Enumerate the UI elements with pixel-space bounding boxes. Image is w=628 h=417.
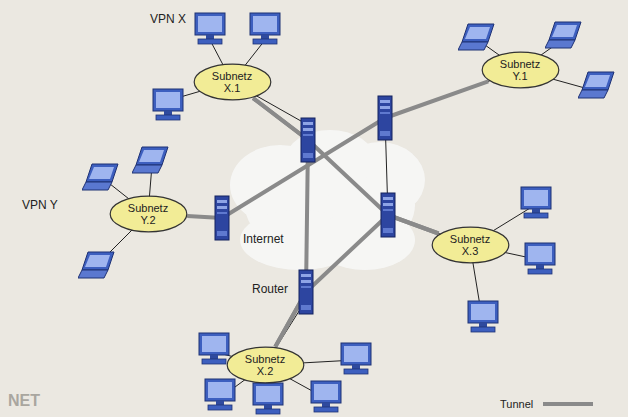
tunnel-line xyxy=(187,81,488,218)
subnet-ellipse: Subnetz Y.1 xyxy=(481,51,560,89)
annotation-label: VPN X xyxy=(150,12,186,26)
subnet-ellipse: Subnetz X.2 xyxy=(226,346,305,384)
tunnel-line xyxy=(275,215,438,347)
subnet-name: Subnetz Y.2 xyxy=(128,202,168,226)
subnet-name: Subnetz X.1 xyxy=(212,70,252,94)
legend-text: Tunnel xyxy=(500,398,533,410)
subnet-ellipse: Subnetz X.1 xyxy=(193,63,272,101)
subnet-ellipse: Subnetz X.3 xyxy=(431,226,510,264)
legend-entry: Tunnel xyxy=(500,398,595,410)
annotation-label: Internet xyxy=(243,232,284,246)
subnet-name: Subnetz X.3 xyxy=(450,233,490,257)
subnet-name: Subnetz X.2 xyxy=(245,353,285,377)
subnet-ellipse: Subnetz Y.2 xyxy=(109,195,188,233)
subnet-name: Subnetz Y.1 xyxy=(500,58,540,82)
watermark: NET xyxy=(8,392,40,410)
legend-sample xyxy=(541,399,595,409)
annotation-label: VPN Y xyxy=(22,198,58,212)
annotation-label: Router xyxy=(252,282,288,296)
